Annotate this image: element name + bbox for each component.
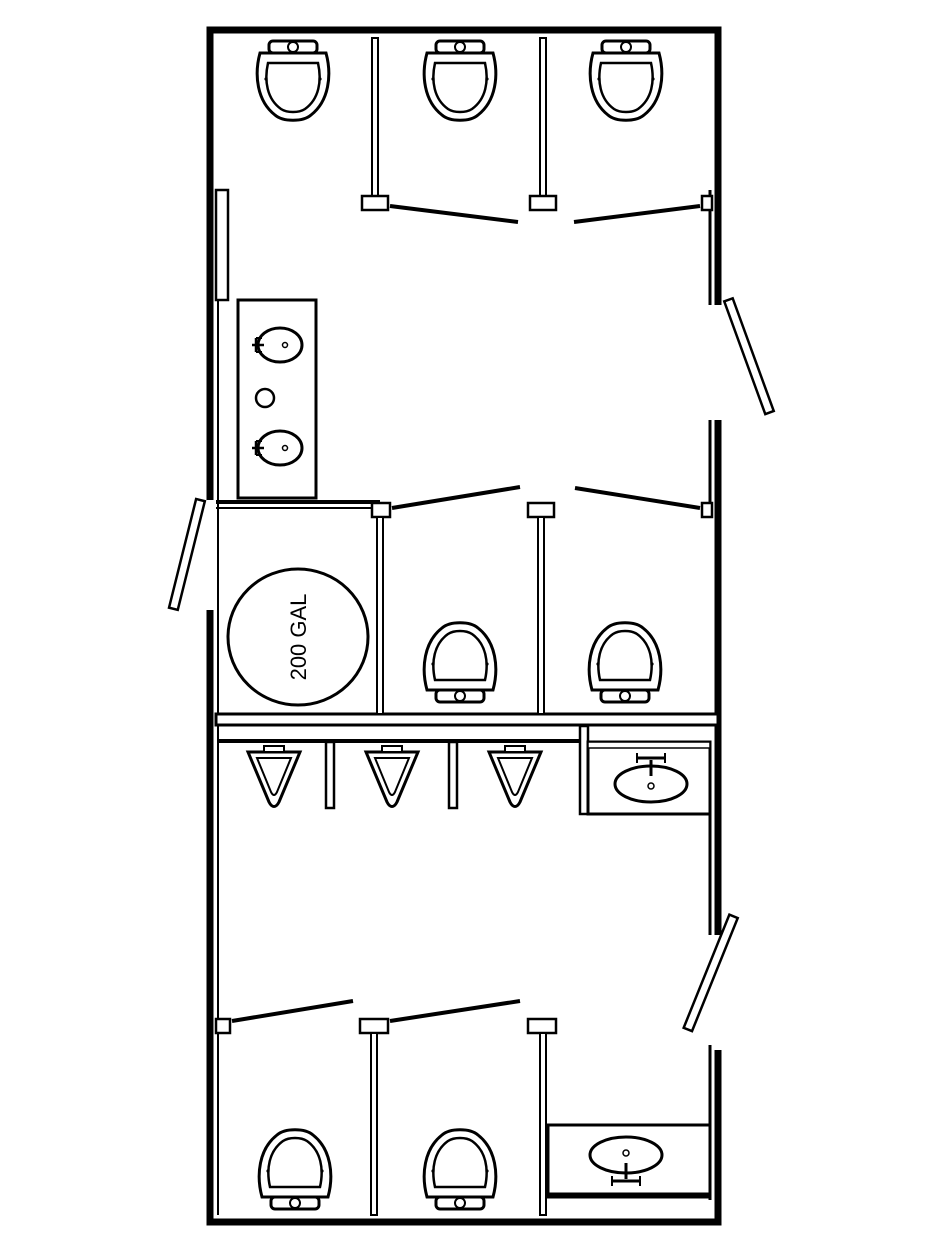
toilet-icon (587, 621, 663, 704)
water-tank: 200 GAL (226, 567, 370, 707)
toilet-icon (422, 1128, 498, 1211)
door-right-lower (682, 913, 740, 1033)
stall-post (700, 194, 714, 212)
door-right-upper (722, 296, 776, 416)
stall-post (526, 501, 556, 519)
urinal-area-sink (578, 724, 712, 816)
toilet-icon (422, 621, 498, 704)
exterior-doors (167, 296, 776, 1033)
lower-stall-partitions (214, 999, 558, 1216)
stall-door (574, 486, 701, 510)
stall-door (391, 485, 521, 510)
stall-door (573, 204, 701, 224)
stall-door (389, 999, 521, 1023)
stall-post (370, 501, 392, 519)
drain-icon (254, 387, 276, 409)
toilet-icon (255, 39, 331, 122)
toilet-icon (422, 39, 498, 122)
urinal-divider (447, 740, 459, 810)
stall-post (214, 1017, 232, 1035)
stall-door (231, 999, 354, 1023)
stall-post (528, 194, 558, 212)
upper-stall-partitions (360, 37, 714, 224)
toilet-icon (257, 1128, 333, 1211)
door-left (167, 497, 207, 612)
stall-post (360, 194, 390, 212)
middle-divider-wall (214, 712, 720, 743)
toilet-icon (588, 39, 664, 122)
stall-post (358, 1017, 390, 1035)
tank-label: 200 GAL (286, 594, 311, 681)
middle-stall-partitions (216, 485, 714, 715)
stall-door (389, 204, 519, 224)
urinal-divider (324, 740, 336, 810)
stall-post (700, 501, 714, 519)
stall-post (526, 1017, 558, 1035)
lower-sink-cabinet (546, 1123, 712, 1199)
double-sink-vanity (214, 188, 318, 500)
upper-toilets (255, 39, 664, 122)
urinals (246, 740, 543, 810)
